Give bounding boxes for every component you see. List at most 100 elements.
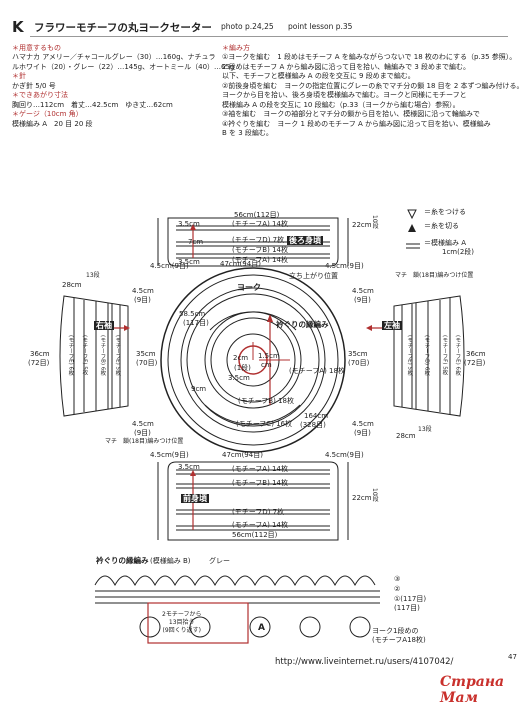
back-side-left: 4.5cm(9目)	[150, 262, 189, 270]
yoke-motif-b: (モチーフB) 18枚	[238, 397, 294, 405]
sleeve-inner-rows-left: (70目)	[348, 359, 370, 367]
left-sleeve-title: 左袖	[382, 321, 402, 330]
back-title: 後ろ身頃	[287, 236, 323, 245]
collar-chart-fans	[94, 575, 380, 604]
yoke-circ: 164cm	[304, 412, 329, 420]
photo-ref: photo p.24,25	[221, 22, 274, 31]
instruction-line: B を 3 段編む。	[222, 128, 273, 137]
yoke-motif-note: (モチーフA18枚)	[372, 636, 426, 644]
back-band-a: (モチーフA) 14枚	[232, 220, 288, 228]
motif-pickup-box	[147, 602, 249, 644]
sleeve-band-b-left: (モチーフB) 6枚	[423, 335, 430, 376]
back-row-bottom: 3.5cm	[178, 258, 200, 266]
sleeve-band-e2-right: (モチーフE) 5枚	[114, 335, 121, 376]
collar-row-0: (117目)	[394, 604, 420, 612]
sleeve-width-right: 28cm	[62, 281, 82, 289]
front-title: 前身頃	[181, 494, 209, 503]
sleeve-side-left: 4.5cm	[352, 287, 374, 295]
instruction-line: ①ヨークを編む 1 段めはモチーフ A を編みながらつないで 18 枚のわにする…	[222, 53, 517, 62]
sleeve-side-rows-bottom-right: (9目)	[134, 429, 151, 437]
instruction-line: 2 段めはモチーフ A から編み図に沿って目を拾い、輪編みで 3 段めまで編む。	[222, 62, 471, 71]
collar-chart-motifs	[139, 616, 371, 638]
yoke-r2: 9cm	[191, 385, 207, 393]
legend-icons	[406, 209, 420, 249]
front-band-d: (モチーフD) 7枚	[232, 508, 285, 516]
yoke-inner-circ: 1.5cm	[258, 352, 280, 360]
front-band-b: (モチーフB) 14枚	[232, 479, 288, 487]
yoke-motif-a: (モチーフA) 18枚	[289, 367, 345, 375]
sleeve-inner-right: 35cm	[136, 350, 156, 358]
header-rule	[30, 36, 508, 37]
collar-row-1: ①(117目)	[394, 595, 427, 603]
sleeve-band-e-left: (モチーフE) 6枚	[454, 335, 461, 376]
sleeve-side-rows-bottom-left: (9目)	[354, 429, 371, 437]
gusset-label-left: マチ 鎖(18目)編みつけ位置	[395, 272, 474, 279]
back-band-a2: (モチーフA) 14枚	[232, 256, 288, 264]
left-sleeve	[366, 295, 465, 417]
instruction-line: ③袖を編む ヨークの袖部分とマチ分の鎖から目を拾い、模様図に沿って輪編みで	[222, 110, 480, 119]
yoke-motif-c: (モチーフC) 16枚	[236, 420, 293, 428]
yoke-r1: 3.5cm	[228, 374, 250, 382]
yoke-circles	[160, 267, 346, 453]
start-position: 立ち上がり位置	[289, 272, 338, 280]
front-side-left: 4.5cm(9目)	[150, 451, 189, 459]
front-top: 47cm(94目)	[222, 451, 263, 459]
instructions-block: ＊編み方 ①ヨークを編む 1 段めはモチーフ A を編みながらつないで 18 枚…	[222, 44, 524, 138]
legend-join: ＝糸をつける	[424, 208, 466, 216]
needle-heading: ＊針	[12, 72, 26, 81]
sleeve-inner-rows-right: (70目)	[136, 359, 158, 367]
gauge-text: 模様編み A 20 目 20 段	[12, 119, 93, 128]
back-height-rows: 10段	[371, 215, 379, 229]
yoke-outer-rows: (117目)	[183, 319, 209, 327]
sleeve-width-rows-right: 13段	[86, 272, 100, 279]
sleeve-band-e-right: (モチーフE) 6枚	[67, 335, 74, 376]
yoke-outer: 58.5cm	[179, 310, 206, 318]
materials-block: ＊用意するもの ハマナカ アメリー／チャコールグレー（30）…160g、ナチュラ…	[12, 44, 235, 129]
pickup-note: 2モチーフから 13目拾う (9回くり返す)	[162, 611, 202, 635]
legend-pattern-gauge: 1cm(2段)	[442, 248, 475, 256]
right-sleeve-title: 右袖	[94, 321, 114, 330]
join-yarn-icon	[407, 209, 417, 220]
sleeve-height-right: 36cm	[30, 350, 50, 358]
sleeve-band-e2-left: (モチーフE) 5枚	[406, 335, 413, 376]
page-number: 47	[508, 653, 517, 661]
front-height-rows: 10段	[371, 488, 379, 502]
needle-text: かぎ針 5/0 号	[12, 81, 56, 90]
back-row-top: 3.5cm	[178, 220, 200, 228]
back-band-d: (モチーフD) 7枚	[232, 236, 285, 244]
sleeve-height-left: 36cm	[466, 350, 486, 358]
sleeve-side-bottom-right: 4.5cm	[132, 420, 154, 428]
collar-row-2: ②	[394, 585, 401, 593]
size-text: 胸回り…112cm 着丈…42.5cm ゆき丈…62cm	[12, 100, 173, 109]
motif-a-label: A	[258, 623, 265, 633]
lesson-ref: point lesson p.35	[288, 22, 353, 31]
back-bottom: 47cm(94目)	[220, 260, 261, 268]
yoke-inner-radius: 2cm	[233, 354, 249, 362]
neck-title: 衿ぐりの縁編み	[276, 320, 329, 329]
front-side-right: 4.5cm(9目)	[325, 451, 364, 459]
collar-chart	[94, 575, 380, 644]
back-width: 56cm(112目)	[234, 211, 280, 219]
materials-line: ハマナカ アメリー／チャコールグレー（30）…160g、ナチュラ	[12, 53, 216, 62]
section-letter: K	[12, 18, 24, 36]
instruction-line: ④衿ぐりを編む ヨーク 1 段めのモチーフ A から編み図に沿って目を拾い、模様…	[222, 119, 491, 128]
sleeve-side-bottom-left: 4.5cm	[352, 420, 374, 428]
sleeve-band-f-left: (モチーフF) 5枚	[441, 335, 448, 376]
front-width: 56cm(112目)	[232, 531, 278, 539]
instruction-line: 以下、モチーフと模様編み A の段を交互に 9 段めまで編む。	[222, 72, 415, 81]
size-heading: ＊できあがり寸法	[12, 91, 68, 100]
gauge-heading: ＊ゲージ（10cm 角）	[12, 110, 83, 119]
sleeve-band-b-right: (モチーフB) 6枚	[99, 335, 106, 376]
gusset-label-right: マチ 鎖(18目)編みつけ位置	[105, 438, 184, 445]
collar-chart-color: グレー	[209, 557, 230, 565]
sleeve-side-right: 4.5cm	[132, 287, 154, 295]
footer-url[interactable]: http://www.liveinternet.ru/users/4107042…	[275, 657, 454, 667]
legend-cut: ＝糸を切る	[424, 222, 459, 230]
collar-chart-subheading: (模様編み B)	[150, 557, 191, 565]
back-height: 22cm	[352, 221, 372, 229]
instructions-heading: ＊編み方	[222, 44, 250, 52]
materials-line: ルホワイト（20）・グレー（22）…145g、オートミール（40）…65g	[12, 62, 235, 71]
sleeve-height-rows-left: (72目)	[464, 359, 486, 367]
materials-heading: ＊用意するもの	[12, 44, 61, 52]
instruction-line: ヨークから目を拾い、後ろ身頃を模様編みで編む。ヨークと同様にモチーフと	[222, 91, 467, 100]
